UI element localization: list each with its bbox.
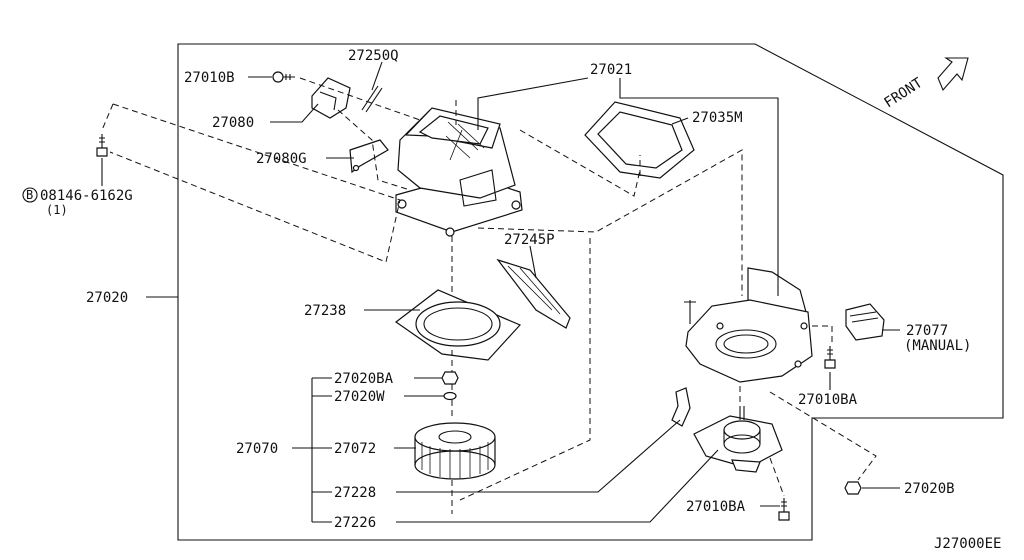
assembly-line — [337, 109, 411, 191]
label-27077-note: (MANUAL) — [904, 338, 971, 354]
label-27020B: 27020B — [904, 481, 955, 497]
bolt-icon — [96, 134, 108, 157]
bolt-icon — [824, 346, 836, 369]
blower-housing-illustration — [684, 267, 813, 383]
assembly-line — [109, 103, 401, 263]
leader-line — [270, 103, 319, 123]
label-27077: 27077 — [906, 323, 948, 339]
leader-line — [396, 419, 681, 493]
leader-line — [671, 117, 689, 125]
leader-line — [477, 77, 589, 130]
nut-icon — [844, 481, 862, 495]
label-27020: 27020 — [86, 290, 128, 306]
blower-fan-illustration — [414, 422, 496, 480]
gasket-frame-illustration — [584, 101, 695, 179]
intake-case-illustration — [395, 107, 523, 237]
assembly-line — [769, 391, 877, 481]
leader-line — [396, 449, 719, 523]
label-27021: 27021 — [590, 62, 632, 78]
clip-icon — [671, 387, 691, 427]
bracket-illustration — [349, 139, 389, 174]
assembly-line — [477, 149, 743, 296]
label-27010BA-right: 27010BA — [798, 392, 858, 408]
label-27072: 27072 — [334, 441, 376, 457]
label-27238: 27238 — [304, 303, 346, 319]
actuator-illustration — [311, 77, 351, 119]
washer-icon — [443, 391, 457, 401]
assembly-line — [769, 457, 785, 497]
label-27010BA-bottom: 27010BA — [686, 499, 746, 515]
label-27226: 27226 — [334, 515, 376, 531]
link-rod — [361, 85, 383, 113]
label-27020BA: 27020BA — [334, 371, 394, 387]
label-27250Q: 27250Q — [348, 48, 399, 64]
label-27020W: 27020W — [334, 389, 385, 405]
bolt-icon — [778, 498, 790, 521]
assembly-boundary — [177, 43, 1004, 541]
label-27070: 27070 — [236, 441, 278, 457]
assembly-line — [101, 103, 114, 131]
drawing-code: J27000EE — [934, 536, 1001, 552]
leader-line — [529, 245, 537, 279]
assembly-line — [519, 129, 641, 197]
leader-line — [371, 61, 383, 91]
label-27245P: 27245P — [504, 232, 555, 248]
filter-illustration — [496, 258, 571, 329]
gasket-plate-illustration — [394, 289, 522, 361]
bolt-spec-letter: B — [26, 188, 33, 202]
label-27035M: 27035M — [692, 110, 743, 126]
front-label: FRONT — [881, 75, 926, 112]
bolt-spec-callout: B 08146-6162G (1) — [22, 187, 133, 217]
leader-line — [311, 377, 332, 523]
leader-line — [619, 78, 779, 296]
bolt-spec-number: 08146-6162G — [40, 188, 133, 204]
label-27228: 27228 — [334, 485, 376, 501]
label-27080G: 27080G — [256, 151, 307, 167]
bolt-icon — [272, 71, 295, 83]
label-27080: 27080 — [212, 115, 254, 131]
nut-icon — [441, 371, 459, 385]
assembly-line — [459, 238, 591, 501]
assembly-line — [299, 77, 421, 121]
label-27010B: 27010B — [184, 70, 235, 86]
resistor-illustration — [845, 303, 885, 341]
front-arrow-icon — [937, 57, 969, 92]
bolt-spec-qty: (1) — [46, 203, 68, 217]
assembly-line — [812, 325, 833, 344]
blower-motor-illustration — [693, 406, 783, 473]
